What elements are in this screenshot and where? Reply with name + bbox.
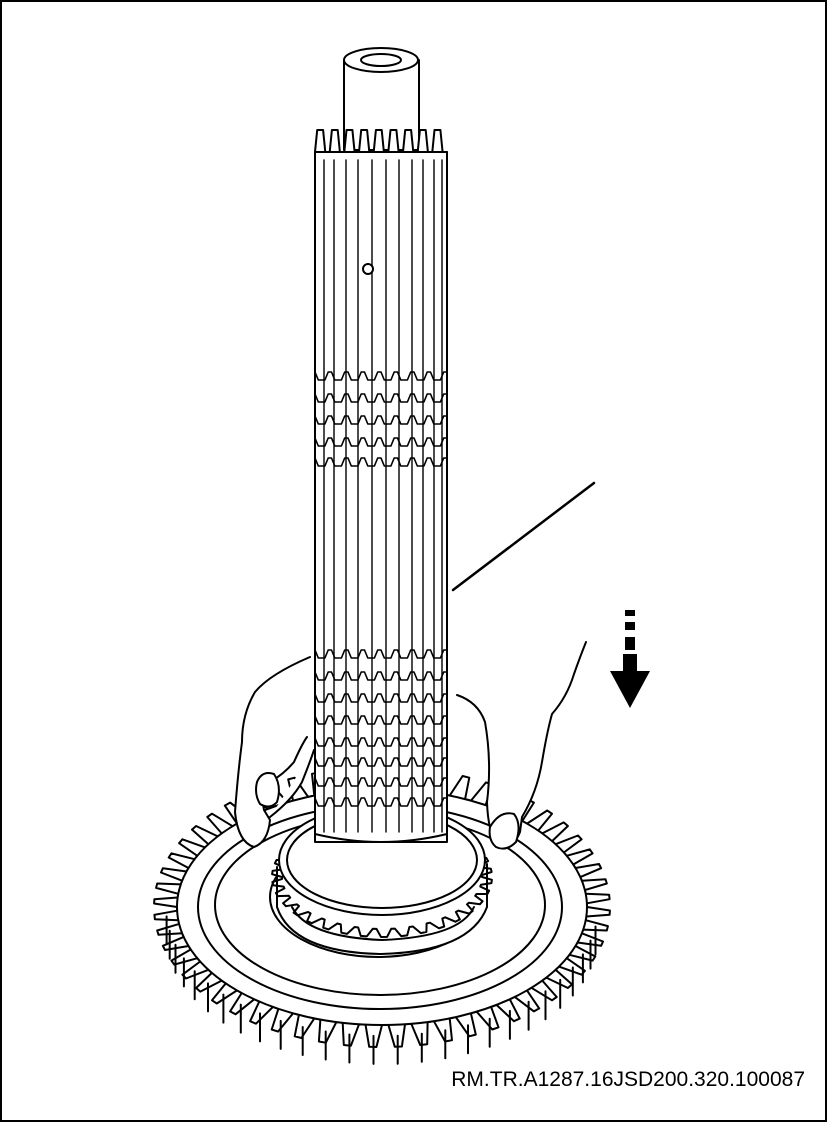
main-shaft <box>315 48 447 842</box>
right-hand <box>457 642 586 849</box>
shaft-oil-hole <box>363 264 373 274</box>
leader-line <box>453 483 594 590</box>
reference-code: RM.TR.A1287.16JSD200.320.100087 <box>449 1068 807 1092</box>
shaft-body <box>315 152 447 842</box>
left-hand <box>235 657 314 847</box>
shaft-splines <box>324 160 442 832</box>
down-arrow-icon <box>610 610 650 708</box>
shaft-groove-bands <box>315 372 447 806</box>
